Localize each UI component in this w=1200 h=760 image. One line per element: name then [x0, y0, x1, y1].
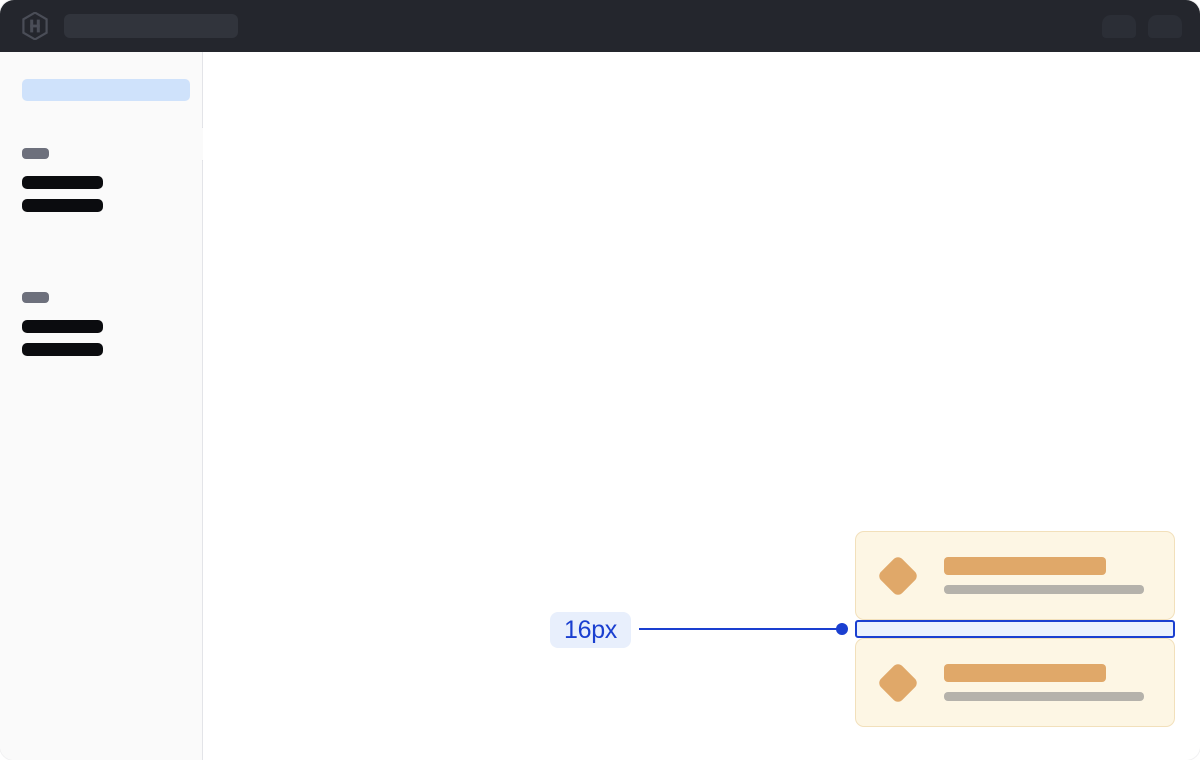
measurement-leader-line — [639, 628, 843, 630]
gap-measurement-box — [855, 620, 1175, 638]
sidebar-group-2 — [22, 292, 103, 366]
measurement-value-label: 16px — [550, 612, 632, 648]
global-search-input[interactable] — [64, 14, 238, 38]
card-text-block — [944, 664, 1144, 701]
sidebar-group-1-label — [22, 148, 49, 159]
sidebar-item-active[interactable] — [22, 79, 190, 101]
sidebar-item-2-1[interactable] — [22, 320, 103, 333]
diamond-icon — [876, 661, 920, 704]
measurement-leader-dot — [836, 623, 848, 635]
sidebar-group-2-label — [22, 292, 49, 303]
topbar-action-2[interactable] — [1148, 14, 1182, 38]
top-bar — [0, 0, 1200, 52]
sidebar-group-1 — [22, 148, 103, 222]
card-text-block — [944, 557, 1144, 594]
sidebar-item-1-1[interactable] — [22, 176, 103, 189]
card-list — [855, 531, 1175, 727]
card-title — [944, 664, 1106, 682]
card-subtitle — [944, 585, 1144, 594]
hashicorp-logo — [22, 12, 48, 40]
topbar-action-1[interactable] — [1102, 14, 1136, 38]
card-item-1[interactable] — [855, 531, 1175, 620]
sidebar-item-2-2[interactable] — [22, 343, 103, 356]
sidebar-item-1-2[interactable] — [22, 199, 103, 212]
card-subtitle — [944, 692, 1144, 701]
card-title — [944, 557, 1106, 575]
diamond-icon — [876, 554, 920, 597]
sidebar — [0, 52, 218, 760]
card-item-2[interactable] — [855, 638, 1175, 727]
